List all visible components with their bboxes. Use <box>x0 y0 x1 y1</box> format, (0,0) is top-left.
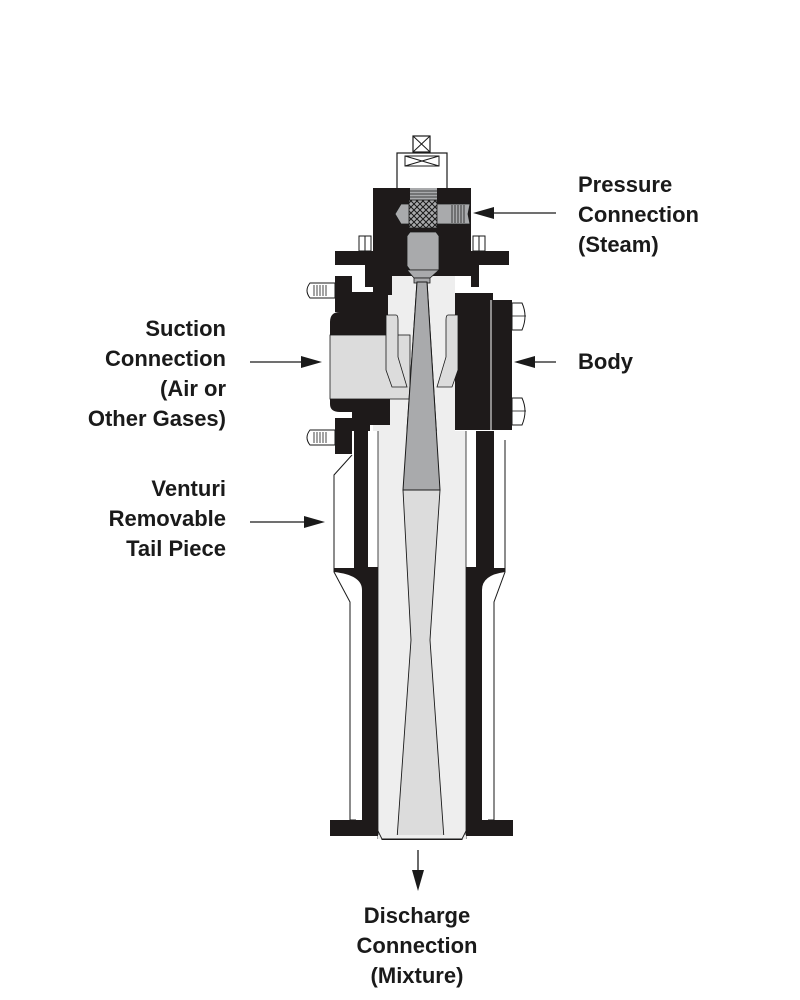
discharge-arrow <box>412 850 424 891</box>
label-line: Suction <box>145 316 226 341</box>
label-line: Venturi <box>151 476 226 501</box>
label-line: Pressure <box>578 172 673 197</box>
label-line: Tail Piece <box>126 536 226 561</box>
suction-arrow <box>250 356 322 368</box>
right-upper-nut <box>511 302 526 331</box>
label-line: Body <box>578 349 633 374</box>
body-block <box>455 293 493 430</box>
top-cap <box>396 135 448 190</box>
pressure-arrow <box>473 207 556 219</box>
label-line: (Steam) <box>578 232 659 257</box>
label-line: (Mixture) <box>370 963 464 988</box>
strainer <box>408 199 438 229</box>
label-suction-connection: Suction Connection (Air or Other Gases) <box>88 314 226 434</box>
label-line: Connection <box>578 202 699 227</box>
venturi-tail <box>330 281 513 840</box>
label-line: Other Gases) <box>87 406 226 431</box>
body-arrow <box>514 356 556 368</box>
label-pressure-connection: Pressure Connection (Steam) <box>578 170 699 260</box>
label-body: Body <box>578 347 633 377</box>
venturi-arrow <box>250 516 325 528</box>
label-discharge-connection: Discharge Connection (Mixture) <box>317 901 517 991</box>
steam-chest <box>335 188 509 287</box>
discharge-flange <box>330 820 513 840</box>
label-line: Removable <box>108 506 226 531</box>
left-lower-stud <box>306 429 336 446</box>
left-upper-stud <box>306 282 336 299</box>
label-line: Connection <box>356 933 478 958</box>
label-line: (Air or <box>160 376 226 401</box>
right-lower-nut <box>511 397 526 426</box>
label-venturi-tail-piece: Venturi Removable Tail Piece <box>109 474 226 564</box>
label-line: Discharge <box>363 903 471 928</box>
label-line: Connection <box>105 346 226 371</box>
